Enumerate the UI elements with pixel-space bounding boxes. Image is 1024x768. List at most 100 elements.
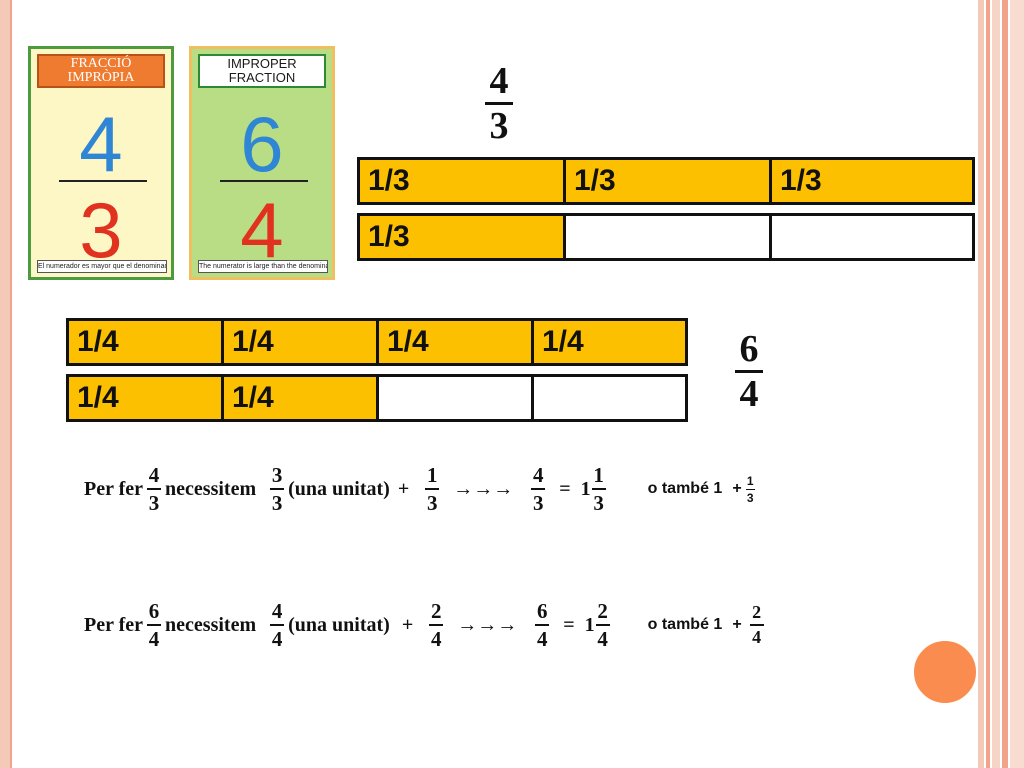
fraction-denominator: 4 [148, 627, 160, 651]
fraction-denominator: 4 [271, 627, 283, 651]
fraction-bar [270, 488, 285, 490]
fraction-denominator: 3 [489, 105, 509, 147]
fraction-denominator: 4 [536, 627, 548, 651]
equation-text: o també 1 [647, 480, 723, 497]
fraction-bar [147, 624, 162, 626]
fraction-denominator: 3 [746, 490, 754, 505]
mixed-number-whole: 1 [584, 613, 595, 636]
fraction-bar [429, 624, 444, 626]
card-title: IMPROPER FRACTION [198, 54, 326, 88]
thirds-bar-row-2: 1/3 [357, 213, 975, 261]
fraction-denominator: 3 [593, 491, 604, 515]
mixed-number-whole: 1 [580, 477, 591, 500]
fraction-denominator: 3 [148, 491, 160, 515]
card-note: The numerator is large than the denomina… [198, 260, 328, 273]
equation-operator: = [559, 477, 571, 500]
fraction-bar [485, 102, 513, 105]
equation-arrows: →→→ [457, 613, 518, 636]
fraction-numerator: 4 [271, 599, 283, 623]
fraction-numerator: 2 [430, 599, 442, 623]
right-decorative-stripe [978, 0, 984, 768]
fraction-bar [531, 488, 546, 490]
fraction-denominator: 3 [426, 491, 438, 515]
fraction-denominator: 3 [532, 491, 544, 515]
card-title: FRACCIÓ IMPRÒPIA [37, 54, 165, 88]
fraction-numerator: 2 [597, 599, 608, 623]
bar-cell-empty [376, 374, 534, 422]
equation-operator: + [732, 616, 742, 633]
bar-cell: 1/3 [769, 157, 975, 205]
fraction-bar [270, 624, 285, 626]
quarters-bar-row-1: 1/4 1/4 1/4 1/4 [66, 318, 688, 366]
bar-cell: 1/3 [563, 157, 772, 205]
fraction-bar [735, 370, 763, 373]
quarters-bar-row-2: 1/4 1/4 [66, 374, 688, 422]
equation-operator: + [397, 477, 410, 500]
fraction-numerator: 3 [271, 463, 283, 487]
decorative-circle [913, 640, 977, 704]
fraction-bar [535, 624, 550, 626]
equation-text: (una unitat) [288, 477, 390, 500]
right-decorative-stripe [1010, 0, 1024, 768]
card-denominator: 4 [240, 186, 284, 274]
fraction-bar [595, 624, 610, 626]
fraction-denominator: 3 [271, 491, 283, 515]
fraction-six-quarters: 6 4 [731, 330, 767, 413]
fraction-numerator: 1 [593, 463, 604, 487]
card-improper-fraction-catalan: FRACCIÓ IMPRÒPIA 4 3 El numerador es may… [28, 46, 174, 280]
fraction-numerator: 1 [746, 473, 754, 488]
equation-operator: = [563, 613, 575, 636]
fraction-bar [425, 488, 440, 490]
fraction-numerator: 6 [148, 599, 160, 623]
fraction-denominator: 4 [752, 627, 762, 647]
equation-text: necessitem [165, 477, 257, 500]
bar-cell: 1/4 [376, 318, 534, 366]
bar-cell: 1/3 [357, 157, 566, 205]
fraction-numerator: 4 [148, 463, 160, 487]
equation-text: Per fer [84, 477, 144, 500]
thirds-bar-row-1: 1/3 1/3 1/3 [357, 157, 975, 205]
equation-text: Per fer [84, 613, 144, 636]
fraction-denominator: 4 [597, 627, 608, 651]
fraction-numerator: 6 [739, 328, 759, 370]
fraction-four-thirds: 4 3 [481, 62, 517, 145]
bar-cell-empty [769, 213, 975, 261]
card-denominator: 3 [79, 186, 123, 274]
bar-cell-empty [563, 213, 772, 261]
fraction-denominator: 4 [739, 373, 759, 415]
left-decorative-border [0, 0, 12, 768]
bar-cell: 1/4 [531, 318, 688, 366]
right-decorative-stripe [992, 0, 1000, 768]
bar-cell: 1/4 [221, 318, 379, 366]
bar-cell: 1/4 [221, 374, 379, 422]
bar-cell: 1/4 [66, 374, 224, 422]
equation-operator: + [401, 613, 414, 636]
fraction-denominator: 4 [430, 627, 442, 651]
bar-cell-empty [531, 374, 688, 422]
card-improper-fraction-english: IMPROPER FRACTION 6 4 The numerator is l… [189, 46, 335, 280]
fraction-numerator: 4 [532, 463, 544, 487]
fraction-bar [591, 488, 606, 490]
equation-text: (una unitat) [288, 613, 390, 636]
fraction-bar [749, 624, 764, 626]
bar-cell: 1/4 [66, 318, 224, 366]
card-note: El numerador es mayor que el denominador [37, 260, 167, 273]
equation-text: necessitem [165, 613, 257, 636]
card-numerator: 6 [240, 100, 284, 188]
fraction-numerator: 2 [752, 602, 762, 622]
equation-arrows: →→→ [453, 477, 514, 500]
right-decorative-stripe [1002, 0, 1008, 768]
fraction-numerator: 4 [489, 60, 509, 102]
fraction-bar [220, 180, 308, 182]
